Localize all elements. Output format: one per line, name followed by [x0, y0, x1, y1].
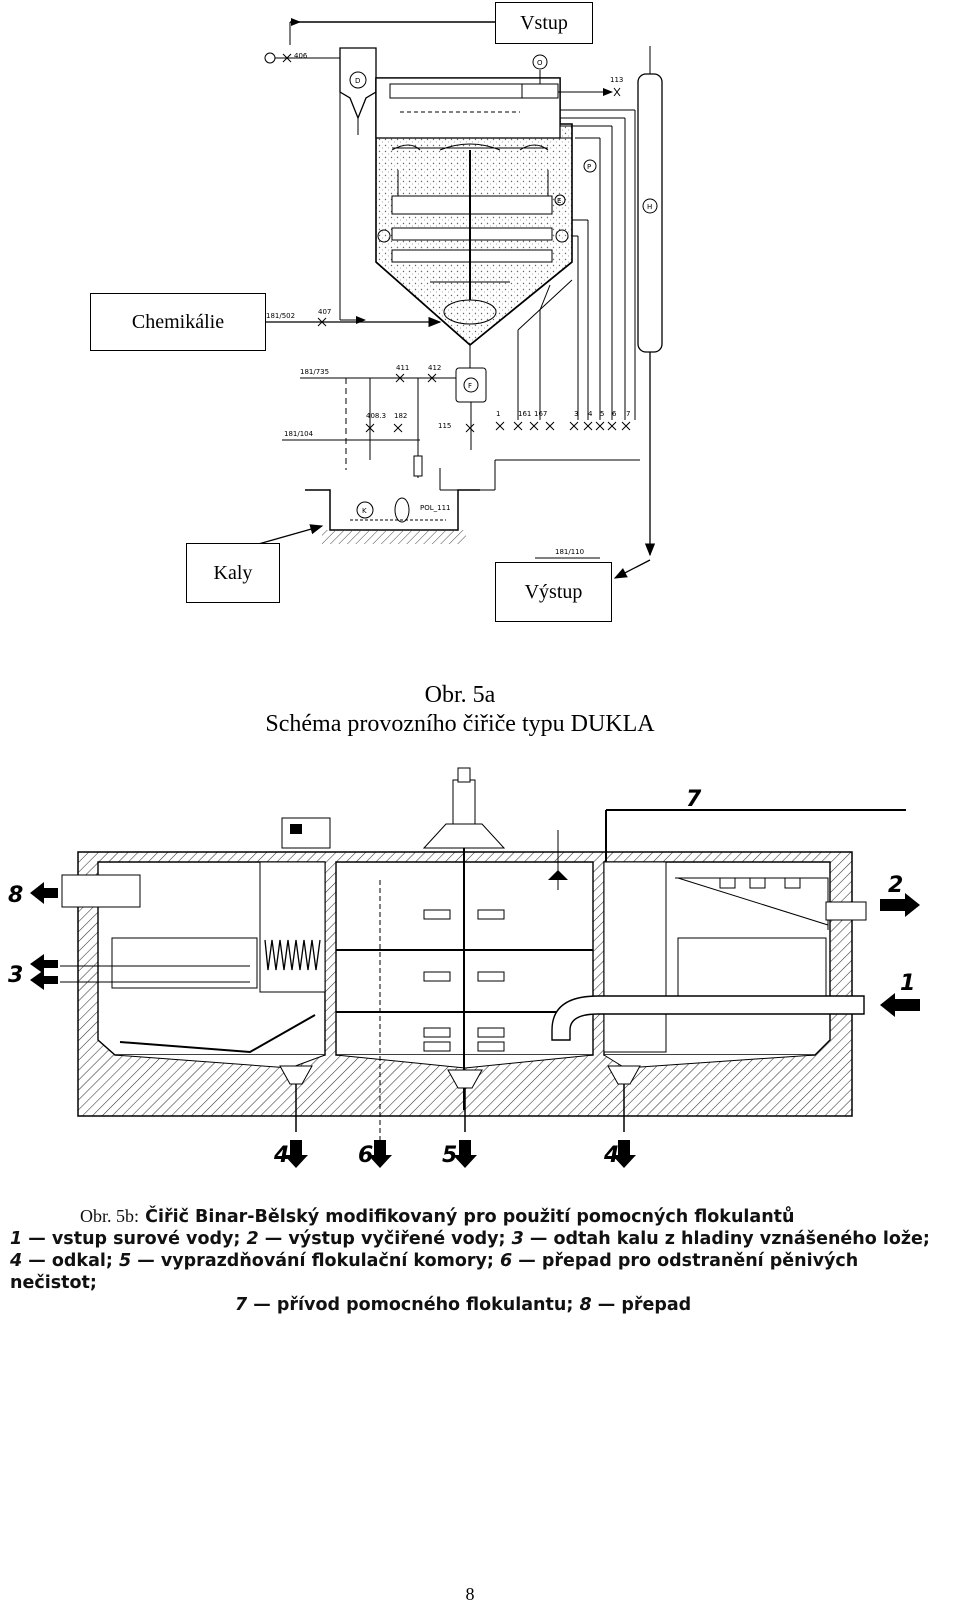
figure-5b-title: Čiřič Binar-Bělský modifikovaný pro použ…: [145, 1207, 795, 1227]
legend-num-3: 3: [511, 1229, 524, 1249]
svg-text:408.3: 408.3: [366, 412, 386, 420]
svg-text:406: 406: [294, 52, 308, 60]
tag-5: 5: [442, 1143, 457, 1168]
svg-text:D: D: [355, 77, 360, 85]
svg-text:H: H: [647, 203, 652, 211]
page-number: 8: [465, 1584, 475, 1604]
kaly-label: Kaly: [186, 543, 280, 603]
svg-text:181/104: 181/104: [284, 430, 314, 438]
svg-text:K: K: [362, 507, 367, 515]
tag-8: 8: [8, 883, 23, 908]
legend-num-1: 1: [10, 1229, 23, 1249]
svg-text:4: 4: [588, 410, 593, 418]
figure-5a-caption-title: Schéma provozního čiřiče typu DUKLA: [265, 711, 655, 737]
legend-text-8: přepad: [621, 1295, 692, 1315]
svg-text:3: 3: [574, 410, 578, 418]
legend-num-6: 6: [499, 1251, 513, 1271]
svg-text:115: 115: [438, 422, 451, 430]
svg-text:181/735: 181/735: [300, 368, 329, 376]
legend-text-1: vstup surové vody;: [51, 1229, 241, 1249]
legend-text-4: odkal;: [51, 1251, 113, 1271]
legend-num-4: 4: [10, 1251, 23, 1271]
svg-text:7: 7: [626, 410, 630, 418]
figure-5b-caption: Obr. 5b: Čiřič Binar-Bělský modifikovaný…: [10, 1206, 930, 1315]
svg-text:P: P: [587, 163, 591, 171]
svg-text:F: F: [468, 382, 472, 390]
legend-text-5: vyprazdňování flokulační komory;: [160, 1251, 494, 1271]
legend-text-7: přívod pomocného flokulantu;: [276, 1295, 574, 1315]
figure-5a-schematic: 406 D E O 113 P H: [254, 18, 663, 579]
tag-2: 2: [888, 873, 903, 898]
legend-num-7: 7: [235, 1295, 248, 1315]
svg-text:181/502: 181/502: [266, 312, 295, 320]
tag-1: 1: [900, 971, 915, 996]
tag-4-left: 4: [273, 1143, 289, 1168]
svg-text:E: E: [557, 197, 561, 205]
svg-text:167: 167: [534, 410, 547, 418]
tag-3: 3: [8, 963, 23, 988]
svg-text:5: 5: [600, 410, 604, 418]
legend-text-3: odtah kalu z hladiny vznášeného lože;: [553, 1229, 930, 1249]
svg-text:181/110: 181/110: [555, 548, 584, 556]
svg-text:O: O: [537, 59, 543, 67]
svg-text:411: 411: [396, 364, 409, 372]
legend-text-2: výstup vyčiřené vody;: [288, 1229, 506, 1249]
vstup-label: Vstup: [495, 2, 593, 44]
tag-4-right: 4: [603, 1143, 619, 1168]
svg-text:113: 113: [610, 76, 623, 84]
figure-5b-label: Obr. 5b:: [80, 1206, 140, 1226]
legend-num-5: 5: [118, 1251, 132, 1271]
svg-text:6: 6: [612, 410, 617, 418]
tag-6: 6: [358, 1143, 373, 1168]
svg-text:407: 407: [318, 308, 331, 316]
legend-text-6: přepad pro odstranění pěnivých nečistot;: [10, 1251, 859, 1293]
legend-num-2: 2: [246, 1229, 259, 1249]
legend-num-8: 8: [579, 1295, 592, 1315]
svg-text:161: 161: [518, 410, 531, 418]
svg-text:412: 412: [428, 364, 441, 372]
svg-text:POL_111: POL_111: [420, 504, 451, 512]
figure-5a-caption-number: Obr. 5a: [424, 682, 496, 708]
tag-7: 7: [686, 787, 702, 812]
svg-text:182: 182: [394, 412, 407, 420]
svg-text:1: 1: [496, 410, 500, 418]
chemikalie-label: Chemikálie: [90, 293, 266, 351]
figure-5b-cross-section: 8 3 2 1 4 6 5 4 7: [8, 767, 920, 1168]
vystup-label: Výstup: [495, 562, 612, 622]
